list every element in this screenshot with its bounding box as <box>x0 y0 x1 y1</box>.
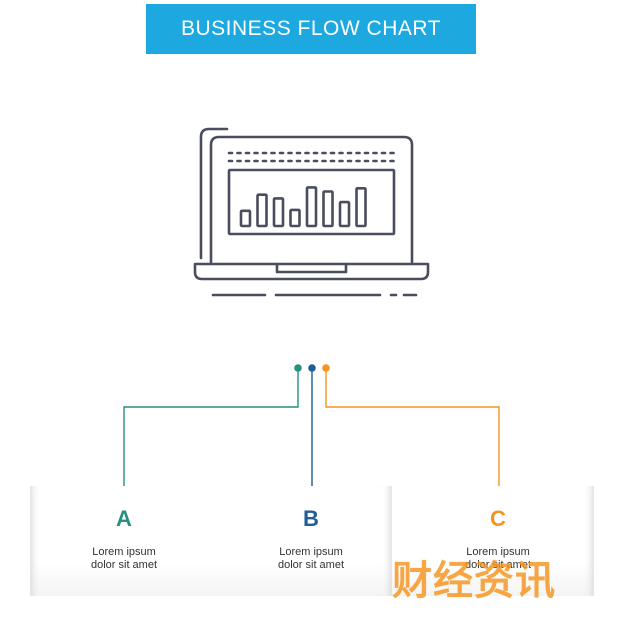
screen-bar <box>256 193 268 228</box>
step-c-line-2: dolor sit amet <box>464 559 532 571</box>
step-b-line-1: Lorem ipsum <box>279 546 343 558</box>
watermark: 财经资讯 <box>392 558 556 604</box>
screen-bar <box>355 187 367 228</box>
screen-bar <box>305 186 318 228</box>
laptop-notch <box>275 262 348 274</box>
page-title: BUSINESS FLOW CHART <box>181 17 441 40</box>
step-b-text: Lorem ipsum dolor sit amet <box>241 546 381 572</box>
connector-c <box>322 364 500 492</box>
step-panel-b <box>232 486 392 596</box>
step-c-letter: C <box>490 506 506 531</box>
screen-back-corner <box>199 127 229 260</box>
connector-a <box>123 364 302 492</box>
step-panel-c <box>392 486 594 596</box>
screen-bar <box>338 200 351 228</box>
step-b-line-2: dolor sit amet <box>277 559 345 571</box>
screen-bars <box>239 186 367 228</box>
step-c-text: Lorem ipsum dolor sit amet <box>428 546 568 572</box>
title-banner: BUSINESS FLOW CHART <box>146 4 476 54</box>
screen-bar <box>289 208 301 228</box>
step-panel-a <box>30 486 232 596</box>
laptop-base <box>193 262 430 281</box>
step-b-letter: B <box>303 506 319 531</box>
screen-chart-frame <box>227 168 396 236</box>
step-a-line-2: dolor sit amet <box>90 559 158 571</box>
connector-b <box>308 364 316 492</box>
step-a-letter: A <box>116 506 132 531</box>
screen-bar <box>322 190 334 228</box>
step-a-text: Lorem ipsum dolor sit amet <box>54 546 194 572</box>
screen-bar <box>272 197 285 228</box>
step-c-line-1: Lorem ipsum <box>466 546 530 558</box>
step-a-line-1: Lorem ipsum <box>92 546 156 558</box>
laptop-screen <box>209 135 414 264</box>
screen-bar <box>239 209 252 228</box>
laptop-bar-chart-icon <box>193 127 430 297</box>
